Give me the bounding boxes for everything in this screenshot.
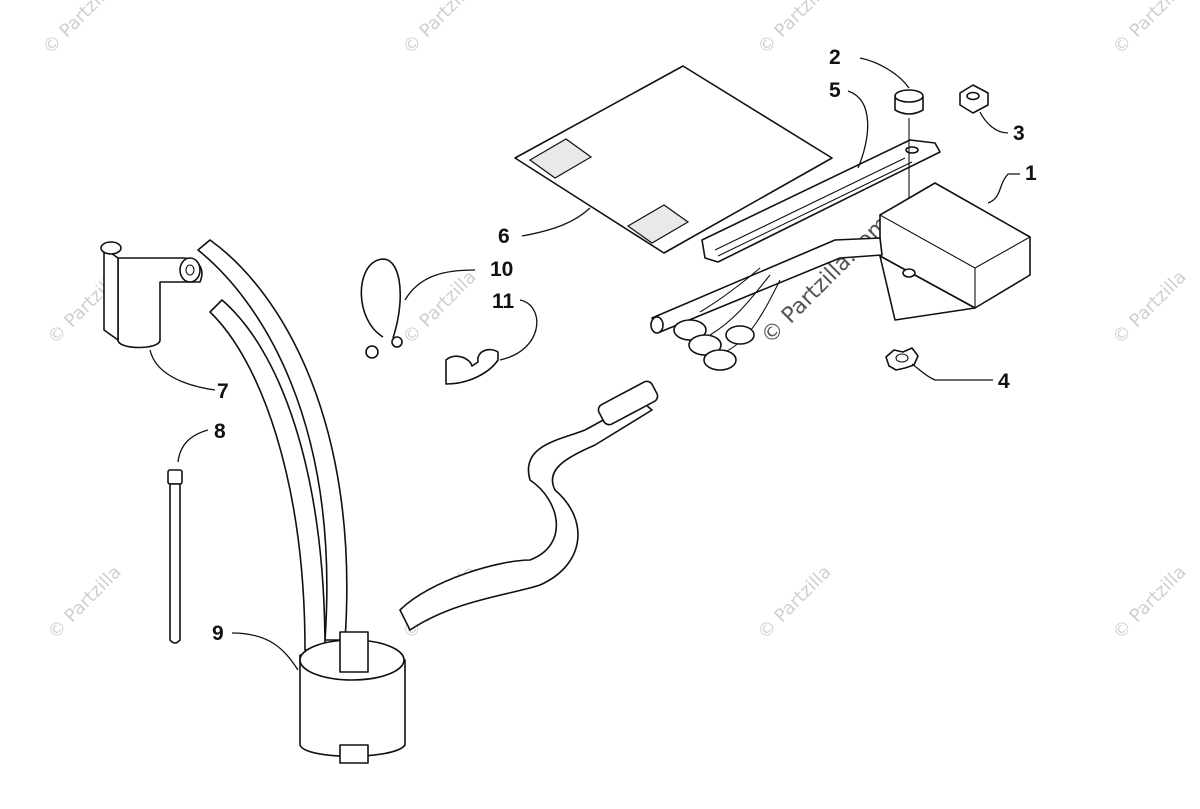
watermark: © Partzilla bbox=[1109, 267, 1191, 349]
callout-8: 8 bbox=[214, 420, 226, 443]
part-3-nut bbox=[959, 84, 989, 114]
part-11-holder bbox=[445, 348, 499, 385]
watermark: © Partzilla bbox=[1109, 562, 1191, 644]
callout-11: 11 bbox=[492, 290, 515, 313]
callout-5: 5 bbox=[829, 79, 841, 102]
watermark: © Partzilla bbox=[754, 0, 836, 59]
watermarks: © Partzilla © Partzilla © Partzilla © Pa… bbox=[39, 0, 1191, 644]
callout-labels: 1 2 3 4 5 6 7 8 9 10 11 bbox=[212, 46, 1037, 645]
watermark: © Partzilla bbox=[39, 0, 121, 59]
callout-9: 9 bbox=[212, 622, 224, 645]
callout-4: 4 bbox=[998, 370, 1010, 393]
callout-1: 1 bbox=[1025, 162, 1037, 185]
leader-lines bbox=[149, 57, 1020, 671]
part-4-washer bbox=[885, 347, 919, 371]
part-7-plug-cap bbox=[100, 241, 203, 349]
part-5-strap bbox=[701, 139, 941, 263]
part-8-cable-tie bbox=[167, 469, 183, 644]
part-1-cdi-box bbox=[650, 182, 1031, 371]
watermark: © Partzilla bbox=[44, 562, 126, 644]
part-6-sheet bbox=[514, 65, 833, 254]
watermark: © Partzilla bbox=[399, 267, 481, 349]
watermark: © Partzilla bbox=[1109, 0, 1191, 59]
watermark: © Partzilla bbox=[754, 562, 836, 644]
callout-7: 7 bbox=[217, 380, 229, 403]
callout-6: 6 bbox=[498, 225, 510, 248]
part-10-clip bbox=[360, 258, 403, 359]
callout-3: 3 bbox=[1013, 122, 1025, 145]
callout-2: 2 bbox=[829, 46, 841, 69]
part-9-ignition-coil bbox=[197, 239, 659, 764]
callout-10: 10 bbox=[490, 258, 513, 281]
watermark: © Partzilla bbox=[399, 0, 481, 59]
